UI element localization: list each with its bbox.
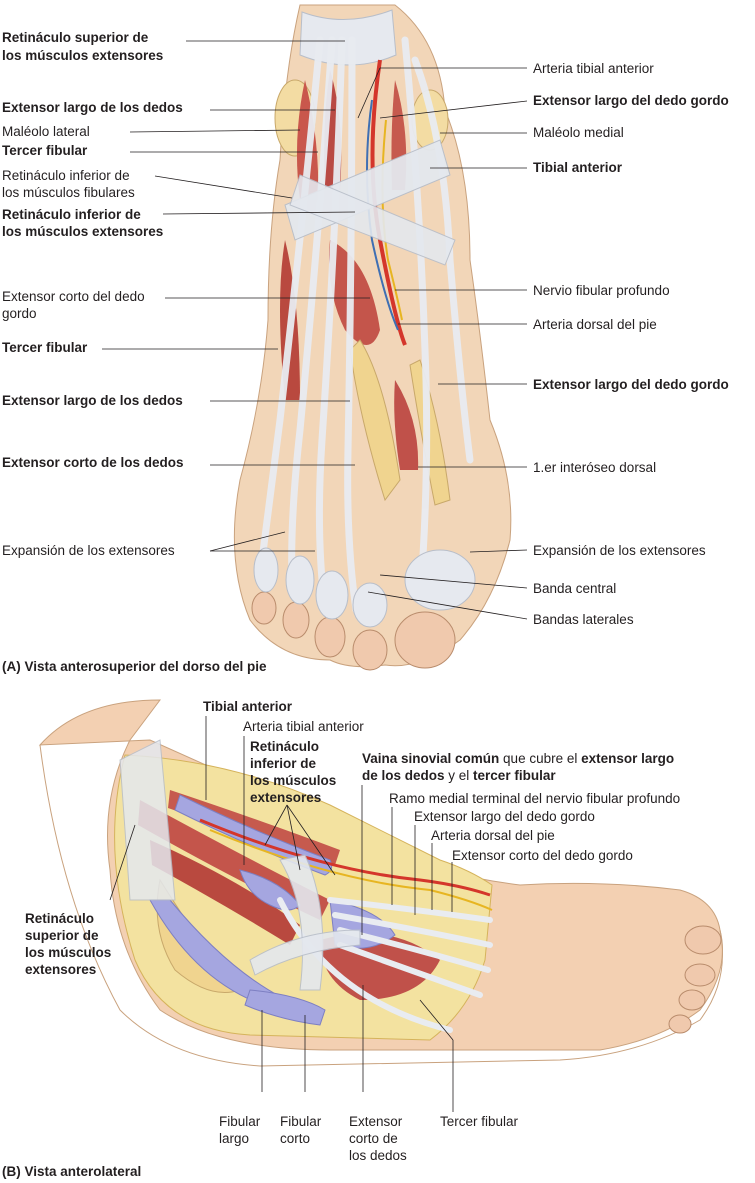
label-b-arteria-dorsal-pie: Arteria dorsal del pie [431, 828, 555, 843]
label-b-ramo-medial: Ramo medial terminal del nervio fibular … [389, 791, 681, 806]
label-b-retinaculo-inferior-line3: los músculos [250, 773, 337, 788]
label-b-extensor-corto-dedo-gordo: Extensor corto del dedo gordo [452, 848, 633, 863]
label-b-extensor-largo-dedo-gordo: Extensor largo del dedo gordo [414, 809, 595, 824]
label-b-extensor-corto-dedos-line2: corto de [349, 1131, 398, 1146]
lateral-foot-figure [38, 699, 723, 1067]
label-arteria-tibial-anterior: Arteria tibial anterior [533, 61, 654, 76]
label-tercer-fibular: Tercer fibular [2, 143, 88, 158]
caption-figure-a: (A) Vista anterosuperior del dorso del p… [2, 659, 267, 674]
vaina-term-3: de los dedos [362, 768, 445, 783]
label-b-vaina-sinovial-line2: de los dedos y el tercer fibular [362, 767, 556, 784]
label-b-tercer-fibular: Tercer fibular [440, 1114, 519, 1129]
label-b-fibular-largo-line2: largo [219, 1131, 250, 1146]
label-b-tibial-anterior: Tibial anterior [203, 699, 293, 714]
label-banda-central: Banda central [533, 581, 617, 596]
label-b-fibular-corto-line2: corto [280, 1131, 311, 1146]
label-extensor-corto-dedos: Extensor corto de los dedos [2, 455, 184, 470]
label-arteria-dorsal-pie: Arteria dorsal del pie [533, 317, 657, 332]
label-b-retinaculo-inferior-line2: inferior de [250, 756, 317, 771]
label-expansion-extensores-right: Expansión de los extensores [533, 543, 706, 558]
label-b-retinaculo-superior-line4: extensores [25, 962, 97, 977]
label-tibial-anterior: Tibial anterior [533, 160, 623, 175]
label-extensor-largo-dedo-gordo: Extensor largo del dedo gordo [533, 93, 729, 108]
label-b-extensor-corto-dedos-line3: los dedos [349, 1148, 407, 1163]
caption-figure-b: (B) Vista anterolateral [2, 1164, 142, 1179]
label-b-fibular-corto-line1: Fibular [280, 1114, 322, 1129]
label-extensor-largo-dedos: Extensor largo de los dedos [2, 100, 183, 115]
dorsal-foot-figure [233, 4, 512, 671]
label-retinaculo-superior-line1: Retináculo superior de [2, 30, 149, 45]
label-retinaculo-inferior-extensores-line1: Retináculo inferior de [2, 207, 141, 222]
label-b-retinaculo-superior-line2: superior de [25, 928, 99, 943]
label-retinaculo-inferior-fibulares-line2: los músculos fibulares [2, 185, 135, 200]
label-b-retinaculo-inferior-line1: Retináculo [250, 739, 320, 754]
label-bandas-laterales: Bandas laterales [533, 612, 634, 627]
vaina-term-2: extensor largo [581, 751, 675, 766]
label-retinaculo-superior-line2: los músculos extensores [2, 48, 164, 63]
label-expansion-extensores-left: Expansión de los extensores [2, 543, 175, 558]
label-maleolo-medial: Maléolo medial [533, 125, 624, 140]
label-b-retinaculo-superior-line1: Retináculo [25, 911, 95, 926]
label-b-retinaculo-inferior-line4: extensores [250, 790, 322, 805]
label-maleolo-lateral: Maléolo lateral [2, 124, 90, 139]
figure-b-leader-lines [109, 716, 454, 1112]
label-tercer-fibular-2: Tercer fibular [2, 340, 88, 355]
vaina-text-2: y el [444, 768, 474, 783]
label-extensor-corto-dedo-gordo-line1: Extensor corto del dedo [2, 289, 145, 304]
label-b-fibular-largo-line1: Fibular [219, 1114, 261, 1129]
label-extensor-largo-dedos-2: Extensor largo de los dedos [2, 393, 183, 408]
label-b-retinaculo-superior-line3: los músculos [25, 945, 112, 960]
label-nervio-fibular-profundo: Nervio fibular profundo [533, 283, 670, 298]
label-primer-interoseo-dorsal: 1.er interóseo dorsal [533, 460, 657, 475]
label-b-arteria-tibial-anterior: Arteria tibial anterior [243, 719, 364, 734]
label-retinaculo-inferior-fibulares-line1: Retináculo inferior de [2, 168, 130, 183]
label-b-vaina-sinovial-line1: Vaina sinovial común que cubre el extens… [362, 750, 674, 767]
figure-a-leader-lines [102, 40, 528, 620]
label-extensor-corto-dedo-gordo-line2: gordo [2, 306, 37, 321]
vaina-term-1: Vaina sinovial común [362, 751, 500, 766]
vaina-term-4: tercer fibular [473, 768, 556, 783]
label-b-extensor-corto-dedos-line1: Extensor [349, 1114, 403, 1129]
label-extensor-largo-dedo-gordo-2: Extensor largo del dedo gordo [533, 377, 729, 392]
vaina-text-1: que cubre el [499, 751, 582, 766]
label-retinaculo-inferior-extensores-line2: los músculos extensores [2, 224, 164, 239]
